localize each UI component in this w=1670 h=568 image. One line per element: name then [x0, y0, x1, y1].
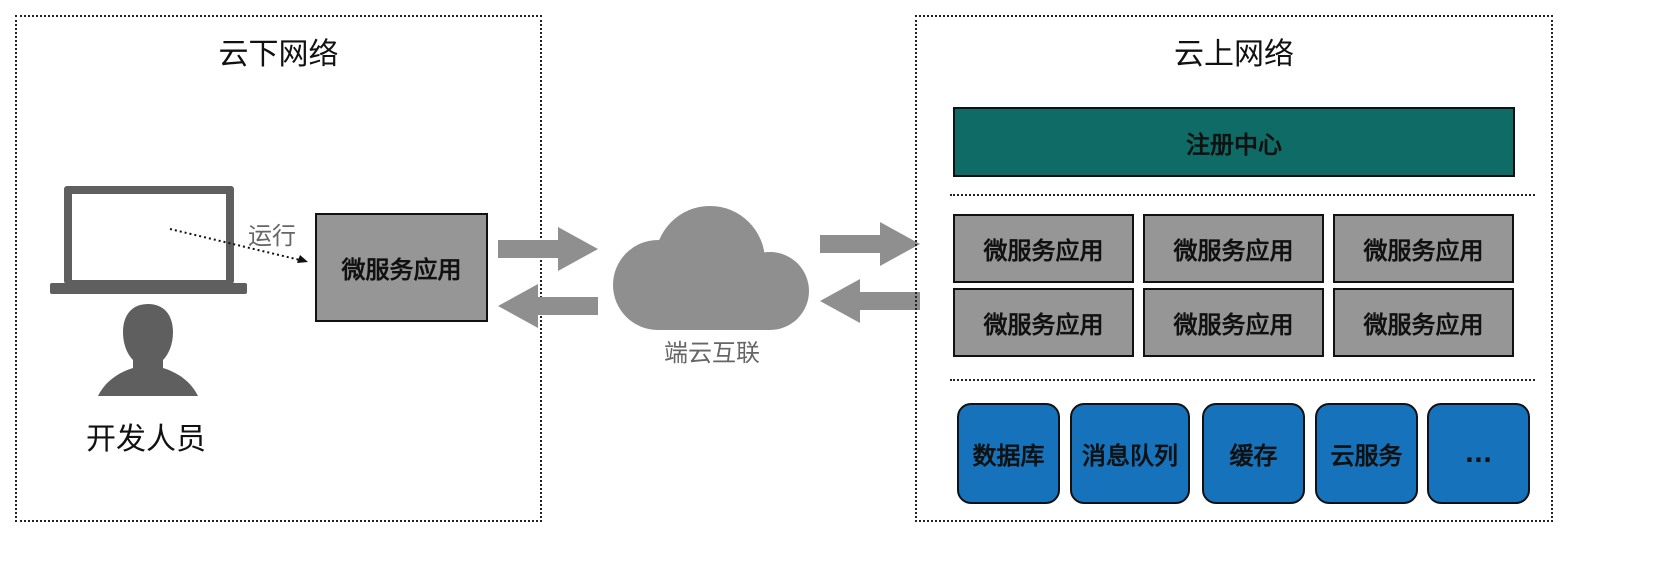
service-cloud-service: 云服务 [1315, 403, 1418, 504]
cloud-microservice-app: 微服务应用 [1143, 288, 1324, 357]
service-database: 数据库 [957, 403, 1060, 504]
cloud-microservice-app: 微服务应用 [1333, 214, 1514, 283]
online-network-title: 云上网络 [1174, 37, 1294, 72]
cloud-microservice-app: 微服务应用 [953, 214, 1134, 283]
local-microservice-app: 微服务应用 [315, 213, 488, 322]
run-label: 运行 [248, 222, 296, 250]
arrow-left-right [820, 279, 920, 323]
cloud-microservice-app: 微服务应用 [1333, 288, 1514, 357]
arrow-right-right [820, 222, 920, 266]
service-message-queue: 消息队列 [1070, 403, 1190, 504]
divider-bottom [950, 379, 1535, 381]
service-cache: 缓存 [1202, 403, 1305, 504]
offline-network-region: 云下网络 [15, 15, 542, 522]
developer-icon [98, 304, 198, 396]
registry-center: 注册中心 [953, 107, 1515, 177]
online-network-region: 云上网络 [915, 15, 1553, 522]
arrow-right-left [498, 227, 598, 271]
arrow-left-left [498, 284, 598, 328]
cloud-microservice-app: 微服务应用 [1143, 214, 1324, 283]
cloud-microservice-app: 微服务应用 [953, 288, 1134, 357]
divider-top [950, 194, 1535, 196]
offline-network-title: 云下网络 [218, 37, 339, 72]
service-more: ... [1427, 403, 1530, 504]
developer-label: 开发人员 [86, 422, 206, 457]
cloud-icon [613, 206, 809, 330]
cloud-link-label: 端云互联 [664, 339, 760, 367]
